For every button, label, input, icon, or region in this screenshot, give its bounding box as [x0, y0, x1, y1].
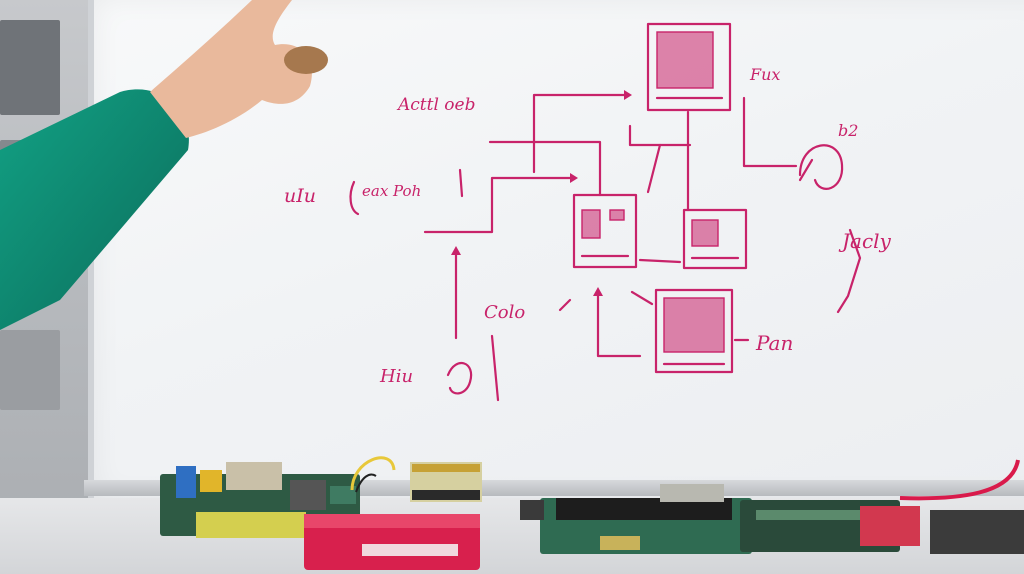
scribble-curve — [798, 144, 844, 190]
sweater-sleeve — [0, 89, 189, 330]
scribble-left-group: eax Poh — [362, 182, 421, 200]
scribble-top-left: Acttl oeb — [396, 95, 475, 115]
hand — [150, 0, 312, 138]
scribble-bracket — [349, 180, 360, 216]
monitor-box-top — [646, 22, 732, 112]
scribble-curve — [446, 362, 473, 395]
shelf-rack — [0, 20, 60, 115]
pin-header-block — [410, 462, 482, 502]
dev-board-center — [520, 498, 752, 554]
connection-lines — [423, 90, 862, 402]
scribble-bottom-left: Hiu — [379, 366, 413, 387]
scribble-left: uIu — [284, 185, 316, 207]
board-box-right — [682, 208, 748, 270]
dev-board-right — [660, 484, 1024, 554]
shelf-rack — [0, 330, 60, 410]
monitor-box-bottom — [654, 288, 734, 374]
person-arm — [0, 0, 328, 330]
electronics-hardware — [160, 456, 1024, 570]
handwriting: Acttl oeb uIu eax Poh Fux b2 Jacly Colo … — [284, 65, 892, 395]
scribble-center: Colo — [484, 302, 525, 323]
scribble-right-top: b2 — [838, 121, 858, 140]
red-enclosure — [304, 514, 480, 570]
eraser — [284, 46, 328, 74]
scribble-bottom-right: Pan — [755, 331, 793, 355]
scribble-top-right: Fux — [749, 65, 780, 84]
scribble-right-mid: Jacly — [838, 229, 892, 253]
cable — [899, 459, 1020, 501]
cable — [355, 473, 377, 493]
cable — [350, 456, 396, 491]
board-box-center — [572, 193, 638, 269]
